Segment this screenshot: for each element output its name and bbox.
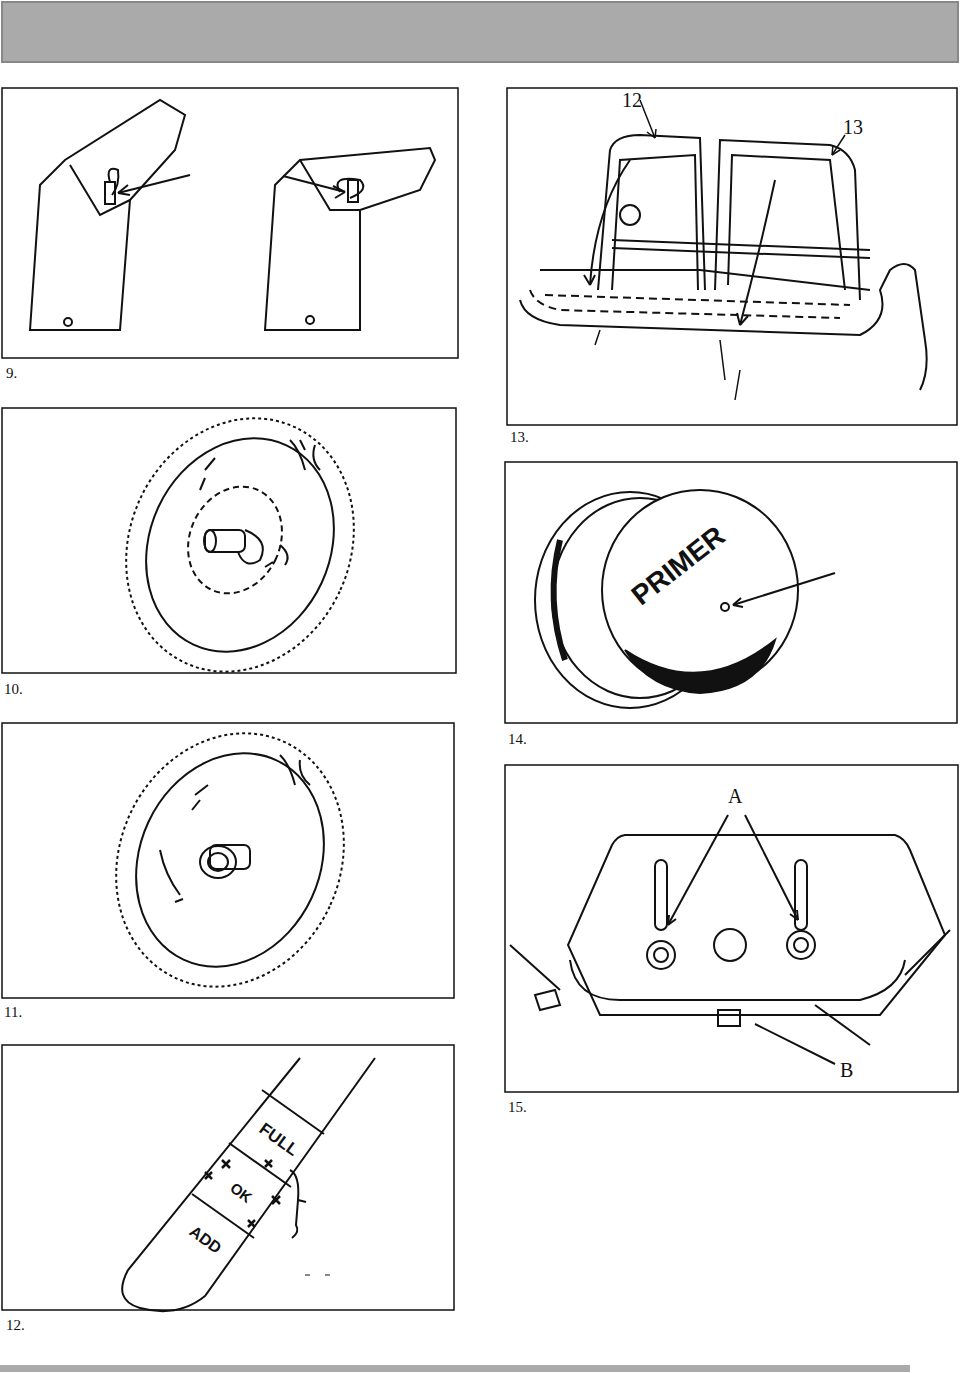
callout-number: 13	[843, 117, 863, 137]
figure-number: 9.	[6, 366, 17, 381]
dipstick-marking: ADD	[186, 1223, 223, 1256]
catcher-frame-figure	[520, 100, 927, 400]
figure-number: 15.	[508, 1100, 527, 1115]
figure-number: 14.	[508, 732, 527, 747]
dipstick	[122, 1058, 375, 1311]
dipstick-marking: OK	[227, 1179, 254, 1204]
primer-bulb	[535, 490, 835, 708]
figure-number: 13.	[510, 430, 529, 445]
header-bar	[2, 2, 958, 62]
wheel-figure	[75, 696, 384, 1025]
panel-frames	[2, 88, 958, 1310]
callout-letter: A	[728, 786, 742, 806]
callout-letter: B	[840, 1060, 853, 1080]
callout-number: 12	[622, 90, 642, 110]
figure-number: 12.	[6, 1318, 25, 1333]
figure-number: 11.	[4, 1005, 22, 1020]
footer-bar	[0, 1365, 910, 1372]
chute-figure	[30, 100, 435, 330]
plate-figure	[510, 815, 950, 1064]
wheel-figure	[85, 381, 394, 710]
figure-number: 10.	[4, 682, 23, 697]
dipstick-marking: FULL	[256, 1119, 301, 1158]
